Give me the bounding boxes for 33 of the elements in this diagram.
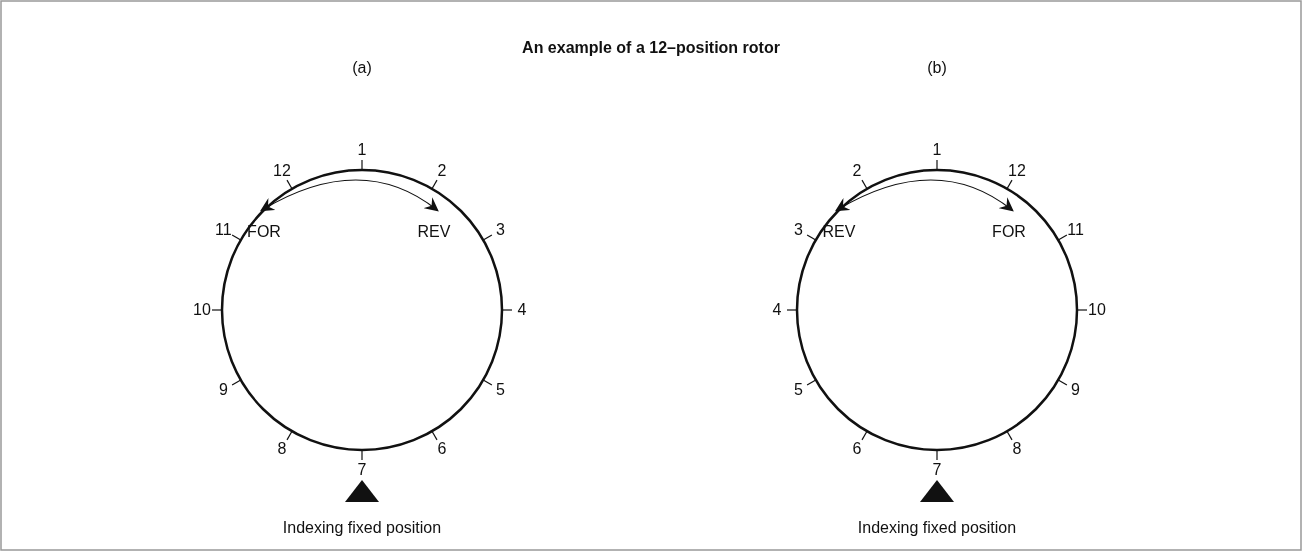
position-number: 3	[793, 222, 803, 238]
direction-label: REV	[417, 224, 451, 240]
position-number: 9	[218, 382, 228, 398]
position-number: 10	[193, 302, 211, 318]
title: An example of a 12–position rotor	[522, 40, 780, 56]
position-number: 5	[793, 382, 803, 398]
position-number: 10	[1088, 302, 1106, 318]
panel-label: (a)	[352, 60, 372, 76]
position-number: 7	[932, 462, 942, 478]
position-number: 4	[772, 302, 782, 318]
position-number: 12	[1008, 163, 1026, 180]
position-number: 11	[1067, 222, 1084, 238]
position-number: 4	[517, 302, 527, 318]
caption: Indexing fixed position	[282, 520, 442, 536]
position-number: 1	[357, 142, 367, 158]
position-number: 6	[437, 440, 447, 457]
direction-label: FOR	[992, 224, 1026, 240]
position-number: 5	[496, 382, 505, 398]
position-number: 12	[273, 163, 291, 180]
position-number: 2	[437, 163, 447, 180]
position-number: 11	[215, 222, 232, 238]
position-number: 8	[1012, 440, 1022, 457]
position-number: 6	[852, 440, 862, 457]
position-number: 1	[932, 142, 942, 158]
position-number: 8	[277, 440, 287, 457]
panel-label: (b)	[927, 60, 947, 76]
position-number: 3	[496, 222, 505, 238]
position-number: 9	[1071, 382, 1080, 398]
caption: Indexing fixed position	[857, 520, 1017, 536]
position-number: 7	[357, 462, 367, 478]
direction-label: FOR	[247, 224, 281, 240]
direction-label: REV	[822, 224, 856, 240]
position-number: 2	[852, 163, 862, 180]
